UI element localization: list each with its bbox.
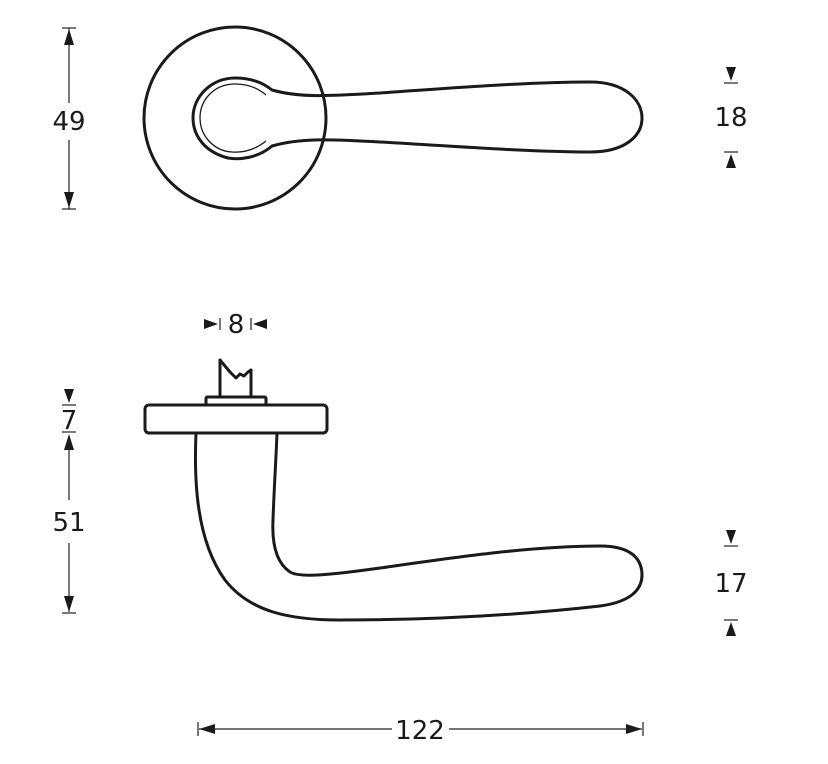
dimension-label-7: 7 bbox=[61, 406, 78, 436]
side-view bbox=[143, 358, 644, 622]
dimension-label-122: 122 bbox=[395, 716, 445, 746]
dimension-label-18: 18 bbox=[714, 103, 747, 133]
dimension-lever-projection: 51 bbox=[52, 434, 86, 614]
dimension-label-51: 51 bbox=[52, 508, 85, 538]
dimension-lever-height-front: 18 bbox=[714, 67, 748, 168]
dimension-lever-height-side: 17 bbox=[714, 530, 748, 636]
front-view bbox=[142, 25, 644, 211]
spindle bbox=[218, 358, 253, 399]
front-lever-outline bbox=[191, 76, 644, 161]
dimension-label-49: 49 bbox=[52, 107, 85, 137]
rose-profile bbox=[143, 403, 329, 435]
side-lever-outline bbox=[193, 431, 644, 622]
front-lever-inner-ring bbox=[199, 83, 267, 153]
dimension-label-8: 8 bbox=[228, 310, 245, 340]
rose-circle bbox=[142, 25, 328, 211]
dimension-rose-thickness: 7 bbox=[61, 389, 78, 436]
dimension-total-length: 122 bbox=[197, 716, 644, 746]
dimension-rose-diameter: 49 bbox=[52, 27, 86, 210]
dimension-spindle-width: 8 bbox=[204, 310, 267, 340]
dimension-label-17: 17 bbox=[714, 569, 747, 599]
